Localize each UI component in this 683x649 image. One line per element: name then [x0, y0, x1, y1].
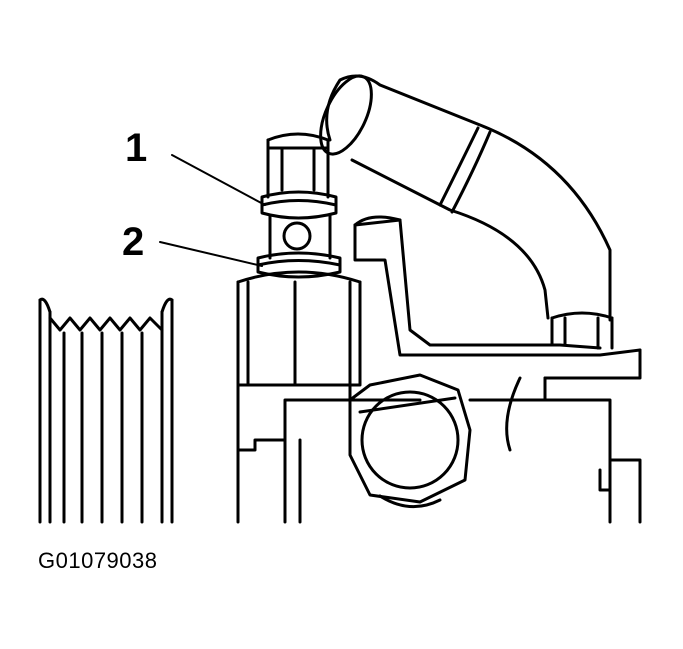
callout-label-2: 2 — [122, 220, 145, 264]
pump-housing — [238, 350, 640, 522]
pulley — [40, 299, 172, 522]
banjo-bolt — [262, 134, 336, 258]
bracket-bolt — [552, 313, 612, 348]
o-ring-lower — [258, 253, 340, 277]
leader-line-1 — [172, 155, 265, 205]
figure-id: G01079038 — [38, 548, 158, 573]
callout-label-1: 1 — [125, 126, 148, 170]
hex-plug — [350, 375, 470, 507]
bracket — [355, 217, 640, 355]
hose — [310, 68, 610, 320]
hex-fitting-body — [238, 272, 360, 385]
leader-line-2 — [160, 242, 262, 266]
